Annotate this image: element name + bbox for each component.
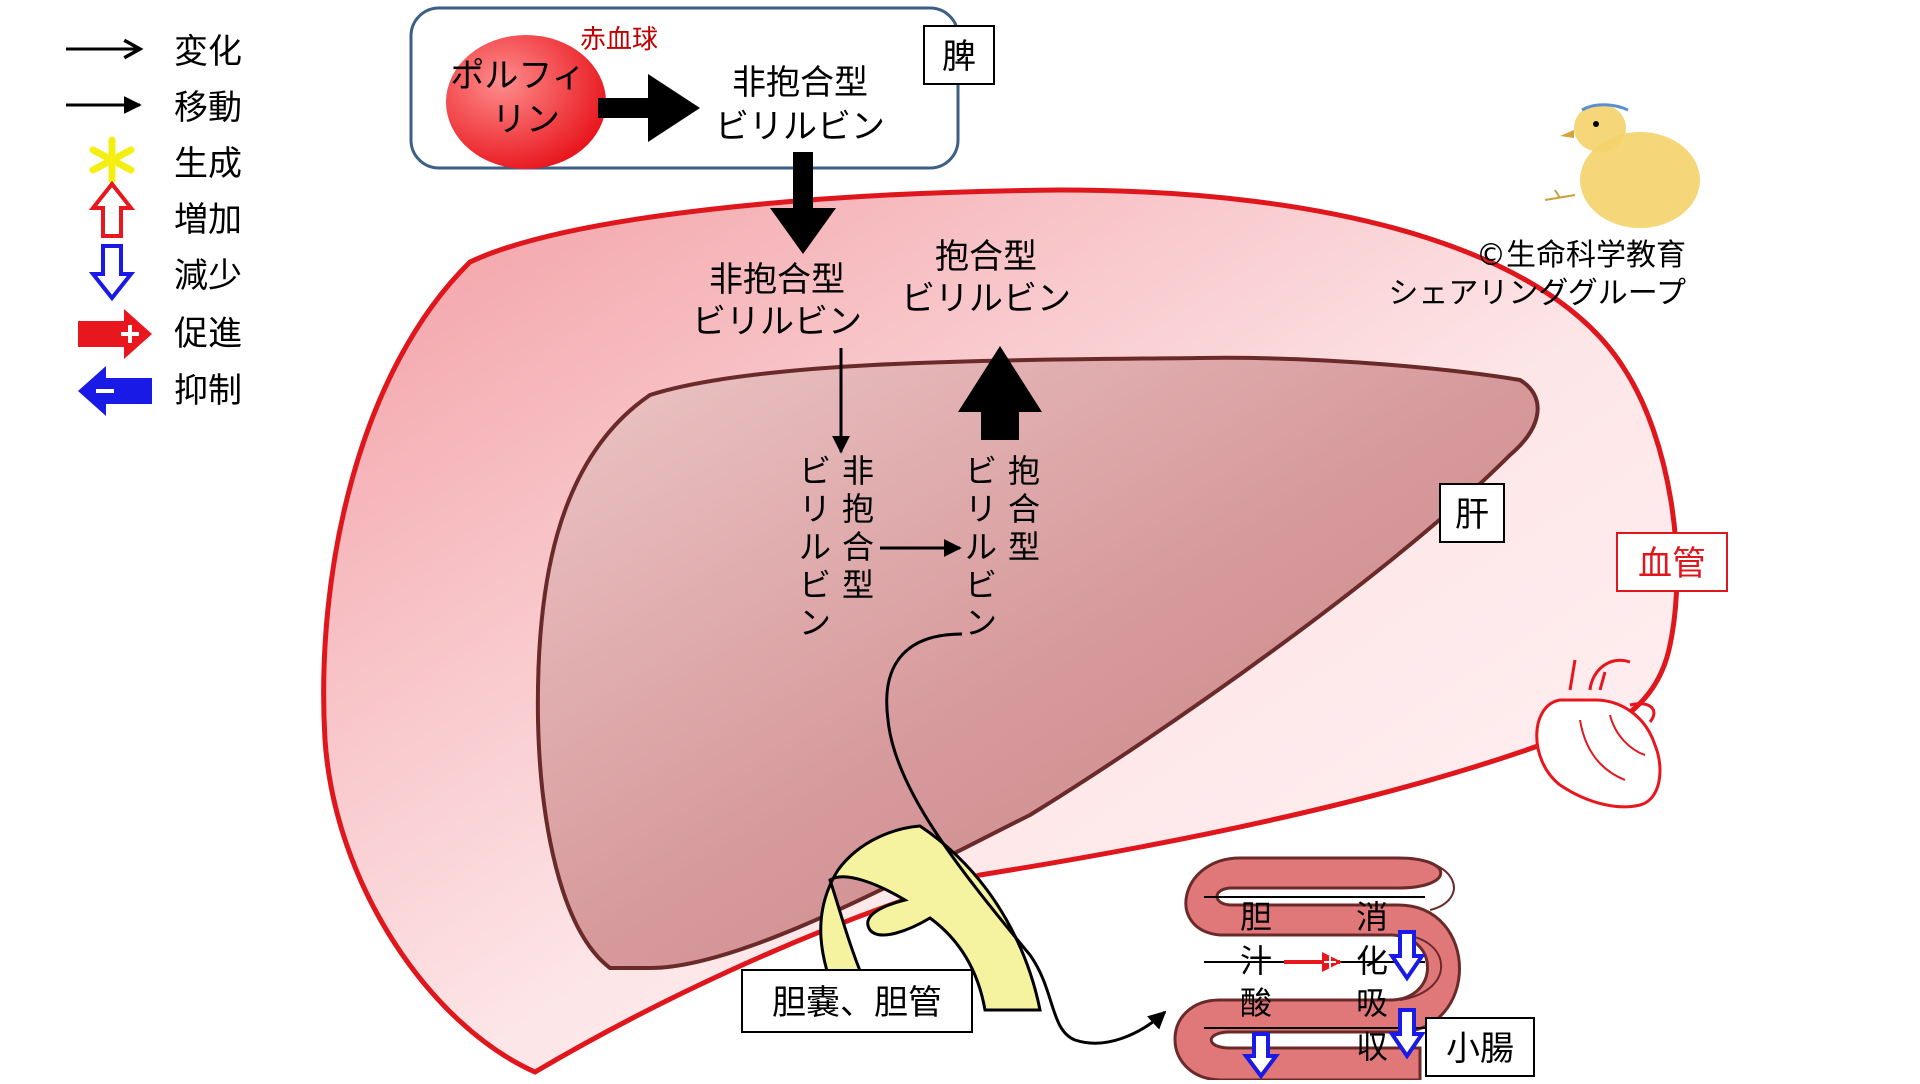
promote-arrow-icon <box>78 309 152 359</box>
legend-promote: 促進 <box>78 309 242 359</box>
legend-label: 抑制 <box>174 371 242 411</box>
legend-increase: 増加 <box>88 180 242 240</box>
porphyrin-label: ポルフィ <box>450 56 585 96</box>
legend-move: 移動 <box>66 88 242 128</box>
absorption-char: 吸 <box>1356 984 1388 1022</box>
intestine-text: 胆 汁 酸 消 化 吸 収 <box>1240 898 1388 1066</box>
svg-text:抱: 抱 <box>1008 452 1040 490</box>
asterisk-icon <box>89 136 135 184</box>
promote-arrow-icon <box>1284 952 1342 972</box>
svg-text:ル: ル <box>799 528 831 566</box>
svg-text:ビ: ビ <box>799 452 831 490</box>
legend-label: 増加 <box>174 200 242 240</box>
porphyrin-label: リン <box>492 100 560 140</box>
svg-text:ビ: ビ <box>965 452 997 490</box>
rbc-label: 赤血球 <box>580 25 658 55</box>
copyright-line: シェアリンググループ <box>1388 276 1686 311</box>
thick-arrow-icon <box>598 74 700 142</box>
svg-text:抱: 抱 <box>842 490 874 528</box>
spleen-box: 赤血球 ポルフィ リン 非抱合型 ビリルビン <box>409 6 960 170</box>
svg-text:型: 型 <box>842 566 874 604</box>
down-arrow-icon <box>1242 1032 1280 1080</box>
intestine-label: 小腸 <box>1446 1029 1514 1069</box>
bile-acid-char: 胆 <box>1240 898 1272 936</box>
svg-text:ン: ン <box>965 604 997 642</box>
up-arrow-icon <box>88 180 136 238</box>
liver-region <box>535 355 1540 970</box>
absorption-char: 化 <box>1356 942 1388 980</box>
vessel-label-box: 血管 <box>1616 532 1728 592</box>
svg-text:リ: リ <box>965 490 997 528</box>
bile-acid-char: 酸 <box>1240 984 1272 1022</box>
svg-text:合: 合 <box>842 528 874 566</box>
svg-text:非: 非 <box>842 452 874 490</box>
blood-unconjugated-bilirubin: ビリルビン <box>692 302 862 342</box>
spleen-unconjugated-bilirubin: 非抱合型 <box>732 63 868 103</box>
thick-down-arrow-icon <box>770 152 836 254</box>
down-arrow-icon <box>88 244 136 302</box>
small-intestine <box>1173 856 1461 1082</box>
blood-unconjugated-bilirubin: 非抱合型 <box>709 260 845 300</box>
legend-label: 生成 <box>174 144 242 184</box>
absorption-char: 収 <box>1356 1028 1388 1066</box>
legend-decrease: 減少 <box>88 244 242 302</box>
svg-text:ビ: ビ <box>799 566 831 604</box>
spleen-label: 脾 <box>942 37 976 77</box>
vessel-label: 血管 <box>1638 544 1706 584</box>
legend-label: 変化 <box>174 32 242 72</box>
liver-unconjugated-bilirubin: 非 抱 合 型 ビ リ ル ビ ン <box>799 452 874 642</box>
legend-label: 移動 <box>174 88 242 128</box>
legend-generate: 生成 <box>89 136 242 184</box>
svg-text:ビ: ビ <box>965 566 997 604</box>
bile-flow-arrow <box>885 632 1167 1045</box>
down-arrow-icon <box>1388 930 1426 982</box>
red-blood-cell <box>446 35 606 169</box>
liver-conjugated-bilirubin: 抱 合 型 ビ リ ル ビ ン <box>965 452 1040 642</box>
intestine-label-box: 小腸 <box>1425 1017 1535 1077</box>
gallbladder-label: 胆嚢、胆管 <box>772 983 942 1023</box>
chick-mascot-icon <box>1544 103 1700 228</box>
svg-text:ル: ル <box>965 528 997 566</box>
legend: 変化 移動 生成 増加 減少 <box>66 32 242 416</box>
legend-inhibit: 抑制 <box>78 366 242 416</box>
svg-text:リ: リ <box>799 490 831 528</box>
spleen-unconjugated-bilirubin: ビリルビン <box>715 107 885 147</box>
copyright-line: ©生命科学教育 <box>1476 238 1686 273</box>
svg-text:合: 合 <box>1008 490 1040 528</box>
svg-text:型: 型 <box>1008 528 1040 566</box>
spleen-label-box: 脾 <box>923 25 995 85</box>
liver-label: 肝 <box>1455 495 1489 535</box>
inhibit-arrow-icon <box>78 366 152 416</box>
legend-label: 減少 <box>174 256 242 296</box>
liver-label-box: 肝 <box>1439 483 1505 543</box>
blood-conjugated-bilirubin: ビリルビン <box>901 279 1071 319</box>
thick-up-arrow-icon <box>958 346 1042 440</box>
svg-text:ン: ン <box>799 604 831 642</box>
legend-label: 促進 <box>174 314 242 354</box>
gallbladder-label-box: 胆嚢、胆管 <box>741 969 973 1033</box>
gallbladder <box>819 824 1042 1012</box>
bile-acid-char: 汁 <box>1240 942 1272 980</box>
absorption-char: 消 <box>1356 898 1388 936</box>
heart-icon <box>1535 658 1662 809</box>
down-arrow-icon <box>1388 1008 1426 1060</box>
legend-change: 変化 <box>66 32 242 72</box>
blood-conjugated-bilirubin: 抱合型 <box>935 237 1037 277</box>
